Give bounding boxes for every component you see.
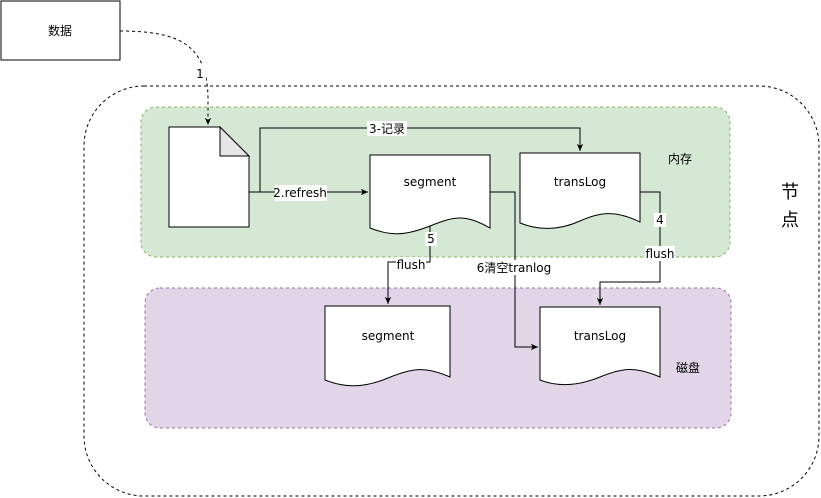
edge-5-label-flush: flush xyxy=(396,258,425,272)
translog-disk-label: transLog xyxy=(574,329,626,343)
edge-4 xyxy=(596,191,661,305)
node-label-2: 点 xyxy=(781,210,799,231)
translog-disk xyxy=(539,306,661,385)
segment-memory-label: segment xyxy=(404,175,457,189)
edge-6-label: 6清空tranlog xyxy=(477,261,552,275)
translog-memory-label: transLog xyxy=(554,175,606,189)
segment-disk xyxy=(324,305,451,387)
disk-label: 磁盘 xyxy=(676,360,700,375)
edge-5-label-num: 5 xyxy=(427,232,435,246)
edge-4-label-num: 4 xyxy=(656,213,664,227)
translog-memory xyxy=(519,152,641,229)
node-container xyxy=(83,85,820,497)
memory-label: 内存 xyxy=(668,152,692,166)
edge-2-label: 2.refresh xyxy=(273,186,327,200)
edge-3-label: 3-记录 xyxy=(369,122,405,136)
data-box xyxy=(0,0,121,61)
data-box-label: 数据 xyxy=(48,23,72,38)
edge-1-label: 1 xyxy=(196,67,204,81)
segment-memory xyxy=(369,154,491,235)
edge-1 xyxy=(119,30,212,125)
edge-4-label-flush: flush xyxy=(645,247,674,261)
node-label-1: 节 xyxy=(781,182,799,203)
segment-disk-label: segment xyxy=(362,329,415,343)
edge-3 xyxy=(259,127,584,192)
